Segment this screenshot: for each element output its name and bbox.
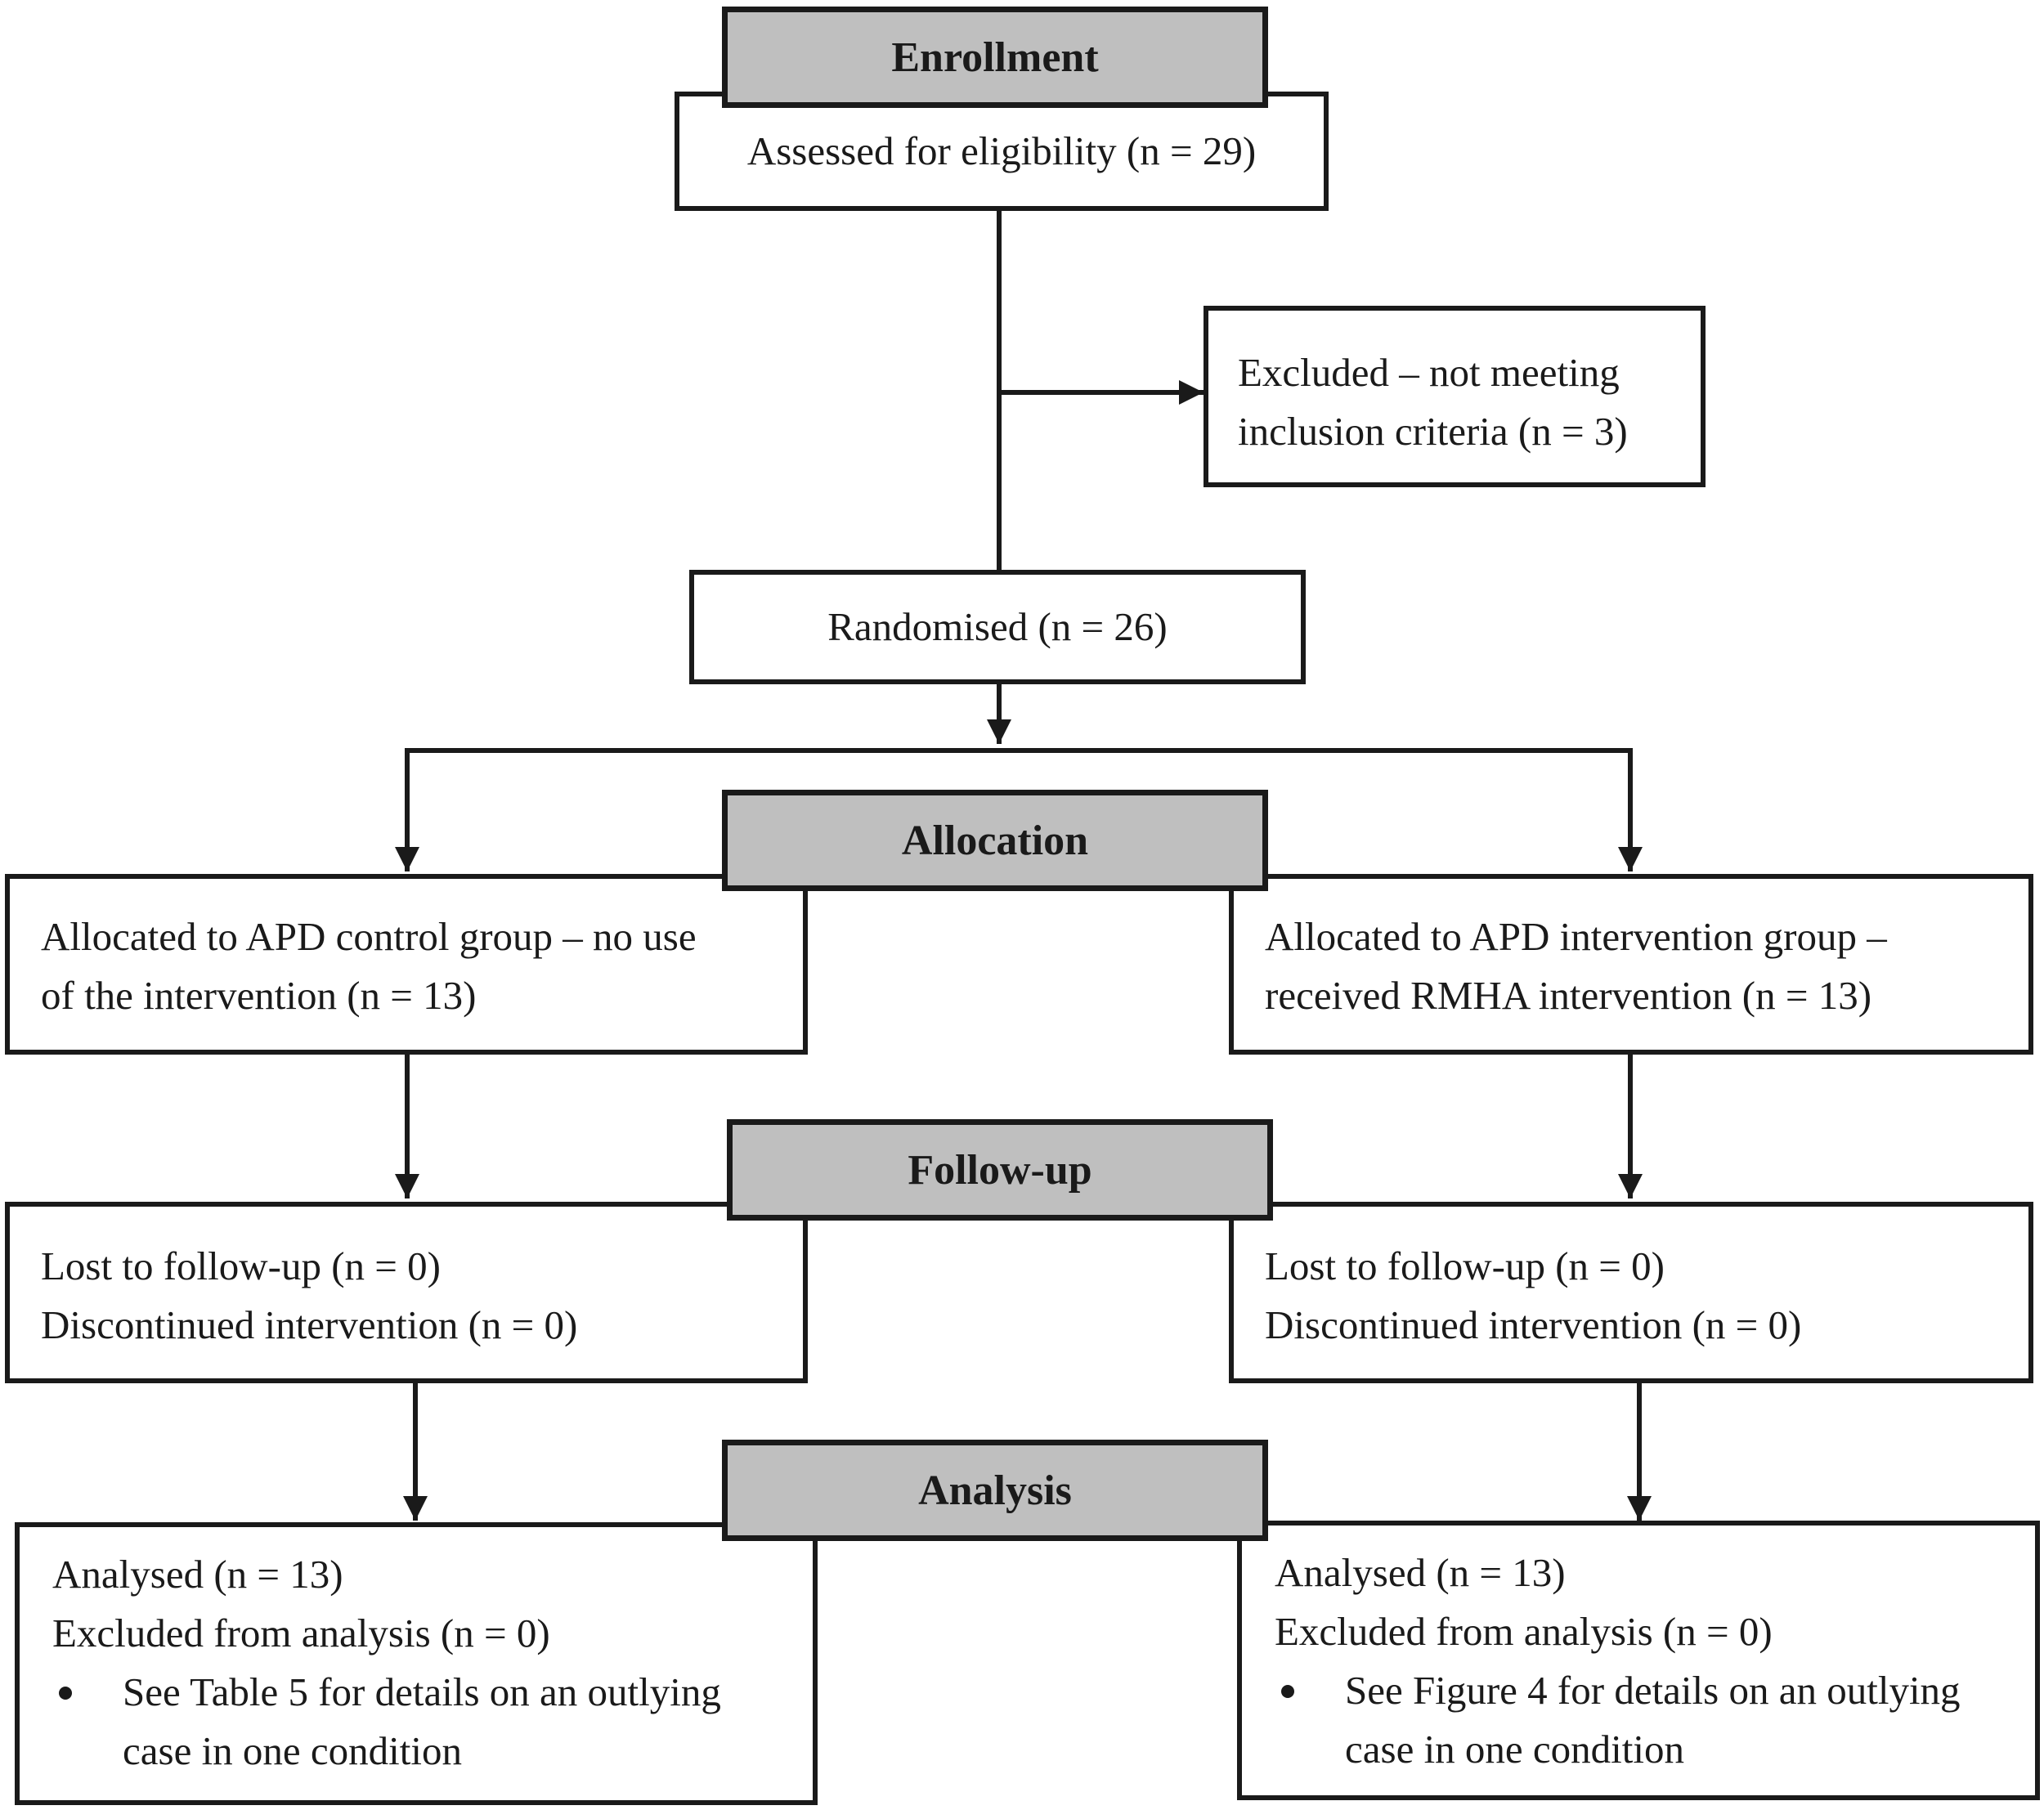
intervention-allocation-line: Allocated to APD intervention group –: [1265, 914, 1887, 959]
control-follow-up-line: Lost to follow-up (n = 0): [41, 1243, 441, 1288]
intervention-analysis-bullet-line: case in one condition: [1345, 1727, 1685, 1772]
stage-label: Analysis: [918, 1467, 1072, 1514]
stage-header-enrollment: Enrollment: [722, 7, 1268, 108]
intervention-allocation-line: received RMHA intervention (n = 13): [1265, 973, 1872, 1018]
bullet-icon: [1281, 1685, 1294, 1698]
control-analysis-bullet-line: See Table 5 for details on an outlying: [123, 1669, 721, 1714]
control-analysis-box: Analysed (n = 13) Excluded from analysis…: [15, 1522, 818, 1805]
intervention-follow-up-box: Lost to follow-up (n = 0) Discontinued i…: [1229, 1202, 2033, 1383]
stage-label: Allocation: [901, 817, 1089, 864]
intervention-follow-up-line: Discontinued intervention (n = 0): [1265, 1302, 1802, 1347]
control-analysis-bullet-item: See Table 5 for details on an outlying c…: [52, 1663, 813, 1781]
excluded-line: Excluded – not meeting: [1238, 350, 1620, 395]
assessed-box: Assessed for eligibility (n = 29): [675, 92, 1329, 211]
stage-header-analysis: Analysis: [722, 1440, 1268, 1541]
excluded-line: inclusion criteria (n = 3): [1238, 409, 1628, 454]
branch-line: [405, 748, 1633, 868]
intervention-analysis-box: Analysed (n = 13) Excluded from analysis…: [1237, 1521, 2040, 1800]
assessed-text: Assessed for eligibility (n = 29): [746, 128, 1257, 173]
control-analysis-line: Excluded from analysis (n = 0): [52, 1611, 550, 1655]
stage-header-allocation: Allocation: [722, 790, 1268, 891]
intervention-analysis-line: Excluded from analysis (n = 0): [1275, 1609, 1773, 1654]
intervention-allocation-box: Allocated to APD intervention group – re…: [1229, 874, 2033, 1055]
control-analysis-bullet-line: case in one condition: [123, 1728, 463, 1773]
stage-label: Enrollment: [891, 34, 1099, 81]
intervention-analysis-line: Analysed (n = 13): [1275, 1550, 1566, 1595]
control-analysis-line: Analysed (n = 13): [52, 1552, 343, 1597]
control-allocation-box: Allocated to APD control group – no use …: [5, 874, 808, 1055]
intervention-analysis-bullet-line: See Figure 4 for details on an outlying: [1345, 1668, 1961, 1713]
control-follow-up-line: Discontinued intervention (n = 0): [41, 1302, 578, 1347]
randomised-box: Randomised (n = 26): [689, 570, 1306, 684]
excluded-box: Excluded – not meeting inclusion criteri…: [1204, 306, 1706, 487]
bullet-icon: [59, 1687, 72, 1700]
stage-label: Follow-up: [908, 1146, 1092, 1194]
control-allocation-line: Allocated to APD control group – no use: [41, 914, 697, 959]
stage-header-follow-up: Follow-up: [727, 1119, 1273, 1221]
intervention-follow-up-line: Lost to follow-up (n = 0): [1265, 1243, 1665, 1288]
control-allocation-line: of the intervention (n = 13): [41, 973, 477, 1018]
randomised-text: Randomised (n = 26): [827, 604, 1168, 649]
control-follow-up-box: Lost to follow-up (n = 0) Discontinued i…: [5, 1202, 808, 1383]
intervention-analysis-bullet-item: See Figure 4 for details on an outlying …: [1275, 1661, 2035, 1779]
